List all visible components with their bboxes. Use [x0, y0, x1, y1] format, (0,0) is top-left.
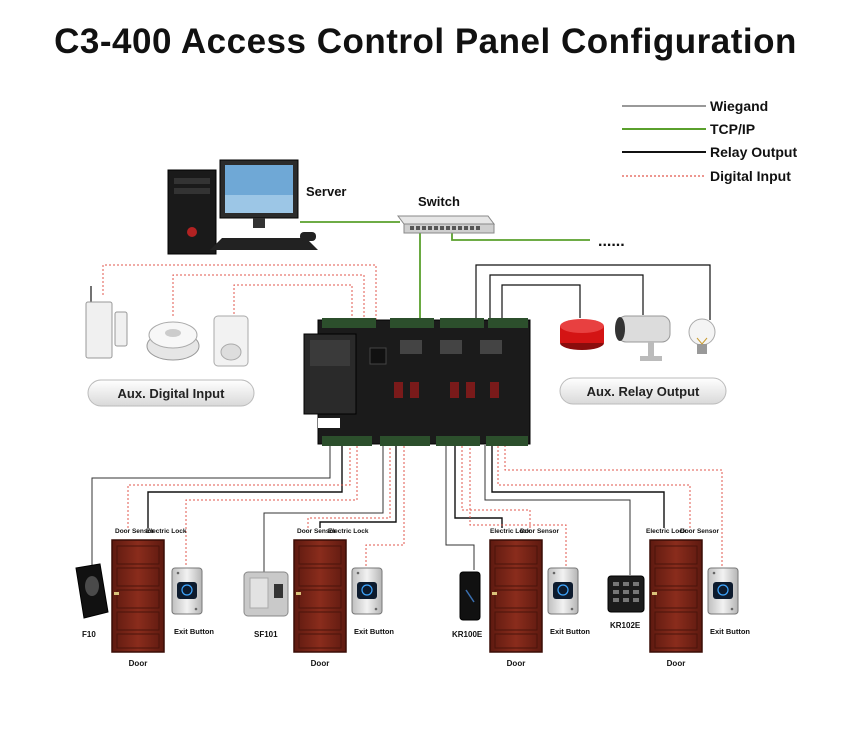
exit-button-label-1: Exit Button	[174, 627, 214, 636]
door-sensor-label-2: Door Sensor	[297, 528, 336, 535]
exit-button-label-4: Exit Button	[710, 627, 750, 636]
aux-digital-input-pill: Aux. Digital Input	[87, 379, 255, 407]
door-lines	[91, 445, 723, 575]
exit-button-icon-4	[707, 567, 739, 615]
door-label-3: Door	[507, 659, 526, 668]
door-icon-1	[111, 539, 165, 653]
door-sensor-label-1: Door Sensor	[115, 528, 154, 535]
light-bulb-icon	[688, 318, 716, 354]
door-sensor-label-3: Door Sensor	[520, 528, 559, 535]
switch-icon	[397, 215, 495, 234]
exit-button-icon-2	[351, 567, 383, 615]
exit-button-icon-1	[171, 567, 203, 615]
more-devices-ellipsis: ......	[598, 233, 625, 250]
door-icon-4	[649, 539, 703, 653]
legend-digital-label: Digital Input	[710, 168, 791, 184]
page-title: C3-400 Access Control Panel Configuratio…	[54, 22, 797, 61]
electric-lock-label-3: Electric Lock	[490, 528, 531, 535]
sf101-reader-icon	[243, 571, 289, 617]
server-icon	[167, 159, 318, 255]
door-contact-sensor-icon	[85, 286, 128, 359]
legend-tcpip-label: TCP/IP	[710, 121, 755, 137]
door-icon-3	[489, 539, 543, 653]
door-icon-2	[293, 539, 347, 653]
legend: Wiegand TCP/IP Relay Output Digital Inpu…	[622, 98, 797, 184]
door-group-4: KR102E Electric Lock Door Sensor Door Ex…	[607, 528, 750, 668]
legend-relay-label: Relay Output	[710, 144, 797, 160]
door-label-1: Door	[129, 659, 148, 668]
legend-wiegand-label: Wiegand	[710, 98, 768, 114]
c3-400-control-board	[303, 318, 531, 446]
electric-lock-label-4: Electric Lock	[646, 528, 687, 535]
aux-input-lines	[102, 264, 377, 322]
aux-relay-output-pill: Aux. Relay Output	[559, 377, 727, 405]
server-label: Server	[306, 184, 346, 199]
electric-lock-label-2: Electric Lock	[328, 528, 369, 535]
electric-lock-label-1: Electric Lock	[146, 528, 187, 535]
motion-detector-icon	[213, 315, 249, 367]
smoke-detector-icon	[146, 321, 200, 361]
exit-button-label-2: Exit Button	[354, 627, 394, 636]
switch-label: Switch	[418, 194, 460, 209]
door-label-2: Door	[311, 659, 330, 668]
exit-button-icon-3	[547, 567, 579, 615]
kr102e-reader-icon	[607, 575, 645, 613]
aux-output-lines	[475, 264, 711, 322]
door-label-4: Door	[667, 659, 686, 668]
aux-relay-output-label: Aux. Relay Output	[587, 384, 700, 399]
door-group-2: SF101 Door Sensor Electric Lock Door Exi…	[243, 528, 394, 668]
reader-label-3: KR100E	[452, 630, 483, 639]
alarm-siren-icon	[560, 319, 604, 350]
cctv-camera-icon	[615, 315, 671, 361]
reader-label-4: KR102E	[610, 621, 641, 630]
door-group-1: F10 Door Sensor Electric Lock Door Exit …	[75, 528, 214, 668]
reader-label-2: SF101	[254, 630, 278, 639]
kr100e-reader-icon	[459, 571, 481, 621]
tcpip-lines	[300, 221, 590, 320]
exit-button-label-3: Exit Button	[550, 627, 590, 636]
f10-reader-icon	[75, 563, 109, 619]
reader-label-1: F10	[82, 630, 96, 639]
door-group-3: KR100E Electric Lock Door Sensor Door Ex…	[452, 528, 590, 668]
aux-digital-input-label: Aux. Digital Input	[118, 386, 226, 401]
door-sensor-label-4: Door Sensor	[680, 528, 719, 535]
